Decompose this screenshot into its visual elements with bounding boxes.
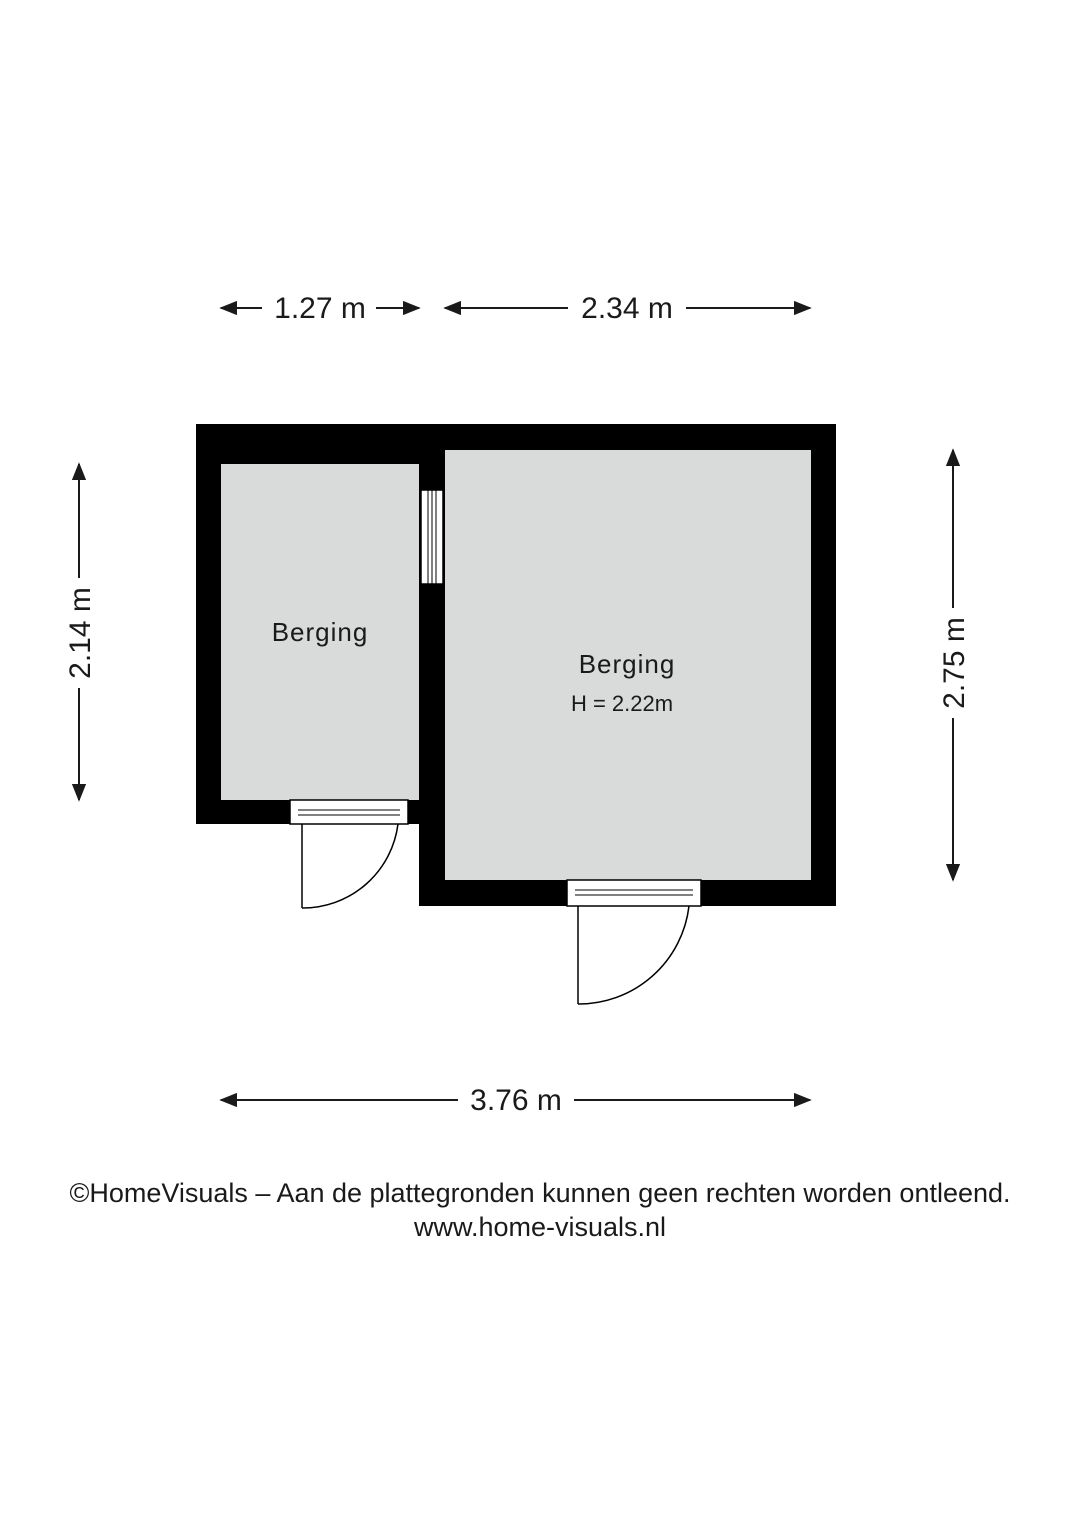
door-small-room [289,799,409,909]
dimension-bottom: 3.76 m [219,1084,812,1117]
dimension-label-top-left: 1.27 m [274,292,366,325]
room-floor-small [221,464,419,800]
room-label-large: Berging [579,649,676,679]
door-large-room [566,879,702,1005]
room-label-small: Berging [272,617,369,647]
window-partition [420,489,444,585]
room-floor-large [445,450,811,880]
dimension-label-top-right: 2.34 m [581,292,673,325]
dimension-top-left: 1.27 m [219,292,421,325]
dimension-top-right: 2.34 m [443,292,812,325]
room-height-large: H = 2.22m [571,691,673,716]
dimension-label-bottom: 3.76 m [470,1084,562,1117]
dimension-label-left: 2.14 m [64,587,97,679]
dimension-label-right: 2.75 m [938,617,971,709]
footer-website: www.home-visuals.nl [413,1212,667,1242]
dimension-right: 2.75 m [938,448,971,882]
dimension-left: 2.14 m [64,462,97,802]
footer-copyright: ©HomeVisuals – Aan de plattegronden kunn… [69,1178,1011,1208]
